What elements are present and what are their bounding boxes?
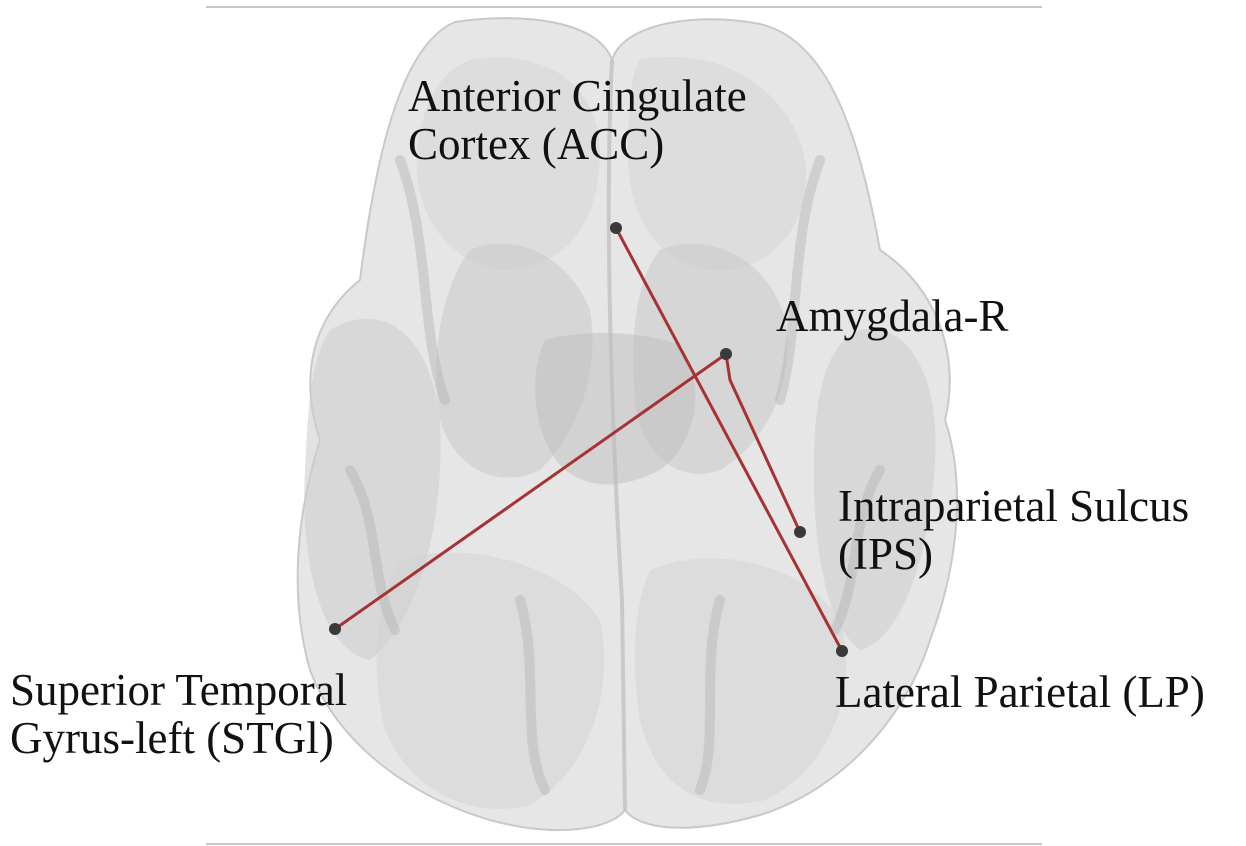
label-ips-line-2: (IPS) <box>838 530 1189 578</box>
label-stgl-line-1: Superior Temporal <box>10 666 347 714</box>
node-acc <box>610 222 622 234</box>
label-lp-line-1: Lateral Parietal (LP) <box>835 668 1205 716</box>
label-acc-line-1: Anterior Cingulate <box>408 72 747 120</box>
label-lp: Lateral Parietal (LP) <box>835 668 1205 716</box>
node-lp <box>836 645 848 657</box>
label-stgl: Superior Temporal Gyrus-left (STGl) <box>10 666 347 762</box>
label-ips-line-1: Intraparietal Sulcus <box>838 482 1189 530</box>
label-amygdala-r: Amygdala-R <box>776 292 1008 340</box>
label-stgl-line-2: Gyrus-left (STGl) <box>10 714 347 762</box>
bottom-frame-line <box>206 843 1042 845</box>
label-amygdala-r-line-1: Amygdala-R <box>776 292 1008 340</box>
node-amygdala-r <box>720 348 732 360</box>
label-acc: Anterior Cingulate Cortex (ACC) <box>408 72 747 168</box>
label-acc-line-2: Cortex (ACC) <box>408 120 747 168</box>
node-stgl <box>329 623 341 635</box>
label-ips: Intraparietal Sulcus (IPS) <box>838 482 1189 578</box>
node-ips <box>794 526 806 538</box>
